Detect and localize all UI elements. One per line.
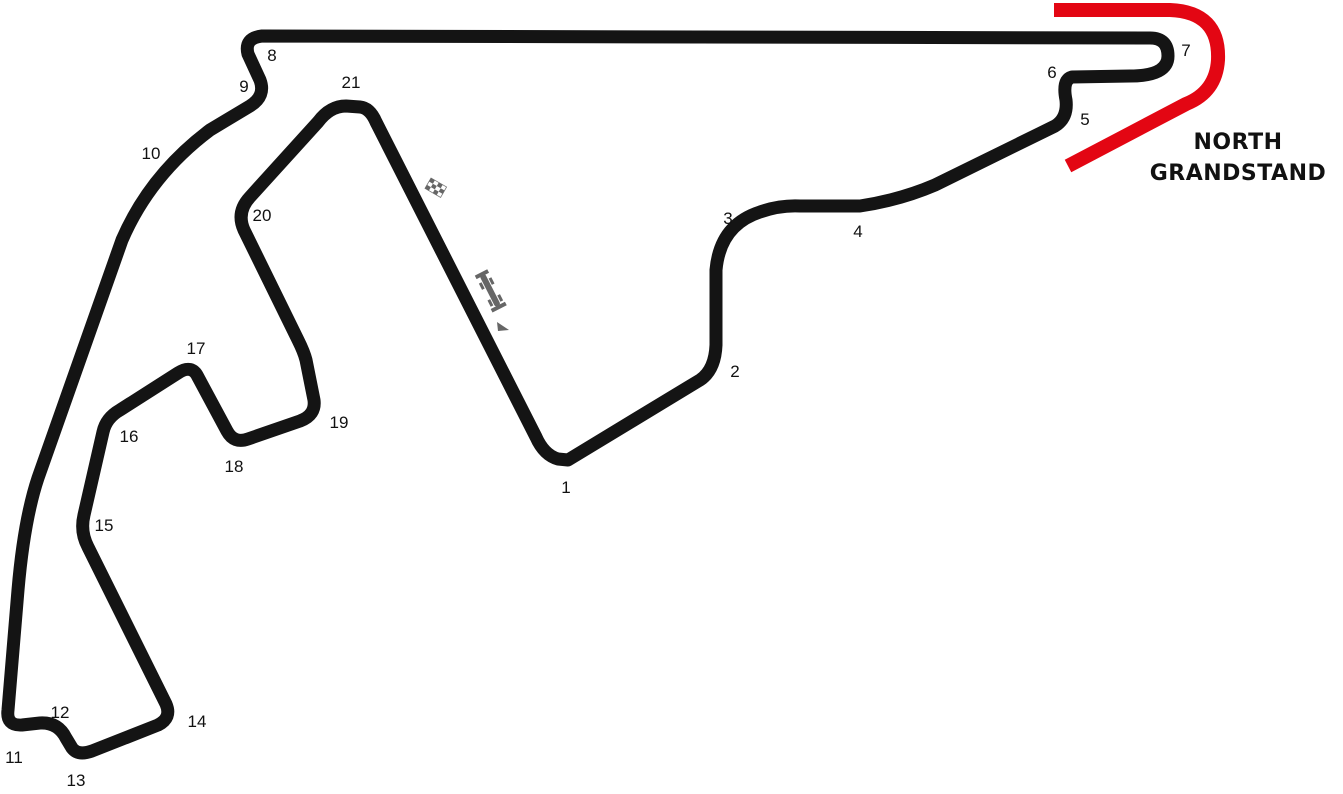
turn-label: 11 bbox=[5, 748, 23, 767]
checkered-flag-icon bbox=[424, 177, 448, 198]
north-grandstand-marker[interactable] bbox=[1054, 3, 1226, 173]
turn-label: 4 bbox=[853, 222, 862, 241]
turn-label: 2 bbox=[730, 362, 739, 381]
turn-label: 10 bbox=[142, 144, 161, 163]
turn-label: 1 bbox=[561, 478, 570, 497]
circuit-track bbox=[1, 29, 1175, 760]
turn-label: 7 bbox=[1181, 41, 1190, 60]
turn-label: 21 bbox=[342, 73, 361, 92]
turn-label: 18 bbox=[225, 457, 244, 476]
turn-label: 13 bbox=[67, 771, 86, 790]
turn-label: 9 bbox=[239, 77, 248, 96]
turn-label: 8 bbox=[267, 46, 276, 65]
turn-label: 16 bbox=[120, 427, 139, 446]
turn-label: 6 bbox=[1047, 63, 1056, 82]
turn-labels: 1 2 3 4 5 6 7 8 9 10 11 12 13 14 15 16 1… bbox=[5, 41, 1191, 790]
turn-label: 20 bbox=[253, 206, 272, 225]
turn-label: 12 bbox=[51, 703, 70, 722]
turn-label: 14 bbox=[188, 712, 207, 731]
turn-label: 19 bbox=[330, 413, 349, 432]
grandstand-label-line1: NORTH bbox=[1194, 130, 1283, 155]
race-car-icon bbox=[474, 269, 507, 313]
turn-label: 17 bbox=[187, 339, 206, 358]
grandstand-label-line2: GRANDSTAND bbox=[1150, 161, 1327, 186]
direction-arrow-icon bbox=[497, 322, 509, 331]
turn-label: 3 bbox=[723, 209, 732, 228]
turn-label: 5 bbox=[1080, 110, 1089, 129]
turn-label: 15 bbox=[95, 516, 114, 535]
grandstand-label[interactable]: NORTH GRANDSTAND bbox=[1150, 130, 1327, 186]
